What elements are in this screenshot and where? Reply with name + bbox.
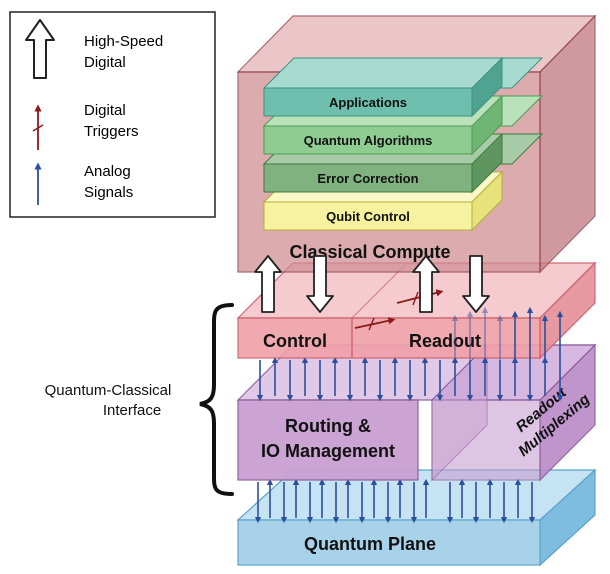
digital-trigger-arrow-icon: [32, 104, 44, 150]
down-arrow-icon: [306, 255, 334, 313]
legend-high-speed-line1: High-Speed: [84, 33, 163, 50]
legend-analog-line1: Analog: [84, 163, 131, 180]
legend-box: High-Speed Digital Digital Triggers Anal…: [9, 11, 216, 218]
interface-label-line2: Interface: [103, 402, 161, 419]
legend-trigger-line2: Triggers: [84, 123, 138, 140]
upper-analog-signal-arrows: [451, 306, 564, 360]
quantum-algorithms-label: Quantum Algorithms: [304, 133, 433, 148]
error-correction-label: Error Correction: [317, 171, 418, 186]
quantum-plane-label: Quantum Plane: [304, 534, 436, 554]
control-label: Control: [263, 331, 327, 351]
interface-brace-icon: [199, 303, 234, 496]
up-arrow-icon: [254, 255, 282, 313]
interface-label-line1: Quantum-Classical: [45, 382, 172, 399]
middle-analog-signal-arrows: [256, 356, 564, 402]
up-arrow-icon: [412, 255, 440, 313]
applications-layer: Applications: [262, 56, 544, 118]
legend-trigger-line1: Digital: [84, 102, 126, 119]
routing-label-line2: IO Management: [261, 441, 395, 461]
classical-compute-label: Classical Compute: [289, 242, 450, 262]
routing-label-line1: Routing &: [285, 416, 371, 436]
lower-analog-signal-arrows: [254, 478, 536, 524]
high-speed-digital-arrows: [254, 255, 490, 313]
qubit-control-label: Qubit Control: [326, 209, 410, 224]
down-arrow-icon: [462, 255, 490, 313]
control-readout-block: Control Readout: [236, 261, 597, 360]
legend-high-speed-line2: Digital: [84, 54, 126, 71]
legend-analog-line2: Signals: [84, 184, 133, 201]
readout-label: Readout: [409, 331, 481, 351]
high-speed-digital-arrow-icon: [25, 19, 55, 79]
applications-label: Applications: [329, 95, 407, 110]
quantum-plane-block: Quantum Plane: [236, 468, 597, 567]
